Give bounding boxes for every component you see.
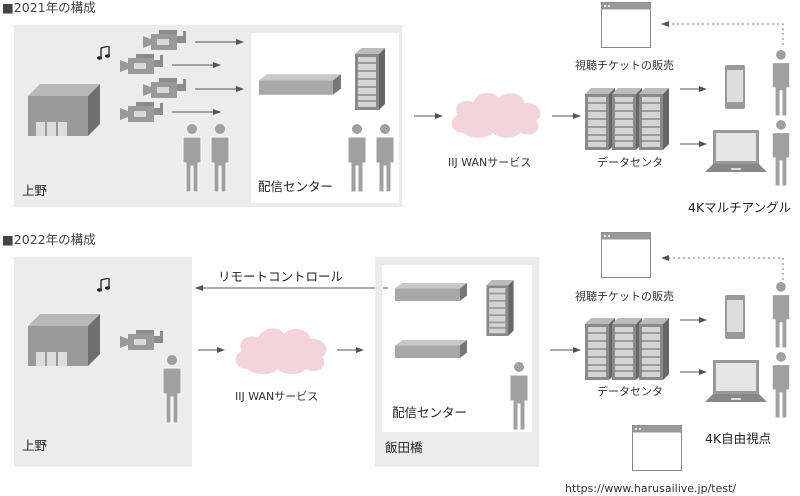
camera-arrows [172, 39, 244, 115]
section-2022: ■2022年の構成 上野 IIJ WANサービス リモートコントロール 配信セン… [2, 232, 791, 495]
cloud-icon [451, 92, 541, 138]
browser-window-icon [601, 2, 651, 48]
venue-label: 上野 [22, 438, 48, 453]
datacenter-label: データセンタ [597, 384, 663, 398]
server-rack-icon [612, 318, 642, 380]
ticket-label: 視聴チケットの販売 [575, 289, 674, 303]
server-rack-icon [355, 48, 385, 110]
center-label: 配信センター [392, 405, 467, 420]
wan-label: IIJ WANサービス [235, 390, 318, 403]
laptop-icon [705, 360, 767, 402]
building-icon [28, 84, 100, 136]
person-icon [771, 120, 791, 186]
switch-icon [395, 283, 467, 301]
site-label: 飯田橋 [385, 440, 423, 455]
dotted-arrow [661, 21, 784, 45]
building-icon [28, 314, 100, 366]
cloud-icon [235, 328, 327, 375]
feature-label: 4K自由視点 [705, 431, 771, 446]
server-rack-icon [639, 318, 669, 380]
server-rack-icon [585, 318, 615, 380]
center-label: 配信センター [258, 179, 333, 194]
switch-icon [259, 74, 341, 95]
datacenter-label: データセンタ [597, 155, 663, 169]
server-rack-icon [585, 88, 615, 150]
section-title-2021: ■2021年の構成 [2, 0, 96, 15]
url-link[interactable]: https://www.harusailive.jp/test/ [565, 482, 736, 495]
section-title-2022: ■2022年の構成 [2, 232, 96, 247]
dotted-arrow [661, 255, 784, 280]
laptop-icon [705, 130, 767, 172]
person-icon [771, 282, 791, 348]
browser-window-icon [601, 232, 651, 278]
switch-icon [395, 340, 467, 358]
smartphone-icon [725, 295, 745, 339]
wan-label: IIJ WANサービス [448, 156, 531, 169]
server-rack-icon [612, 88, 642, 150]
browser-window-icon [632, 425, 682, 471]
ticket-label: 視聴チケットの販売 [575, 58, 674, 72]
person-icon [771, 50, 791, 116]
remote-control-label: リモートコントロール [218, 269, 343, 284]
server-rack-icon [639, 88, 669, 150]
venue-label: 上野 [22, 183, 48, 198]
smartphone-icon [725, 65, 745, 109]
server-rack-icon [486, 280, 514, 336]
section-2021: ■2021年の構成 上野 配信センター IIJ WANサービス データセンタ 視… [2, 0, 791, 215]
feature-label: 4Kマルチアングル [688, 200, 791, 215]
person-icon [771, 352, 791, 418]
